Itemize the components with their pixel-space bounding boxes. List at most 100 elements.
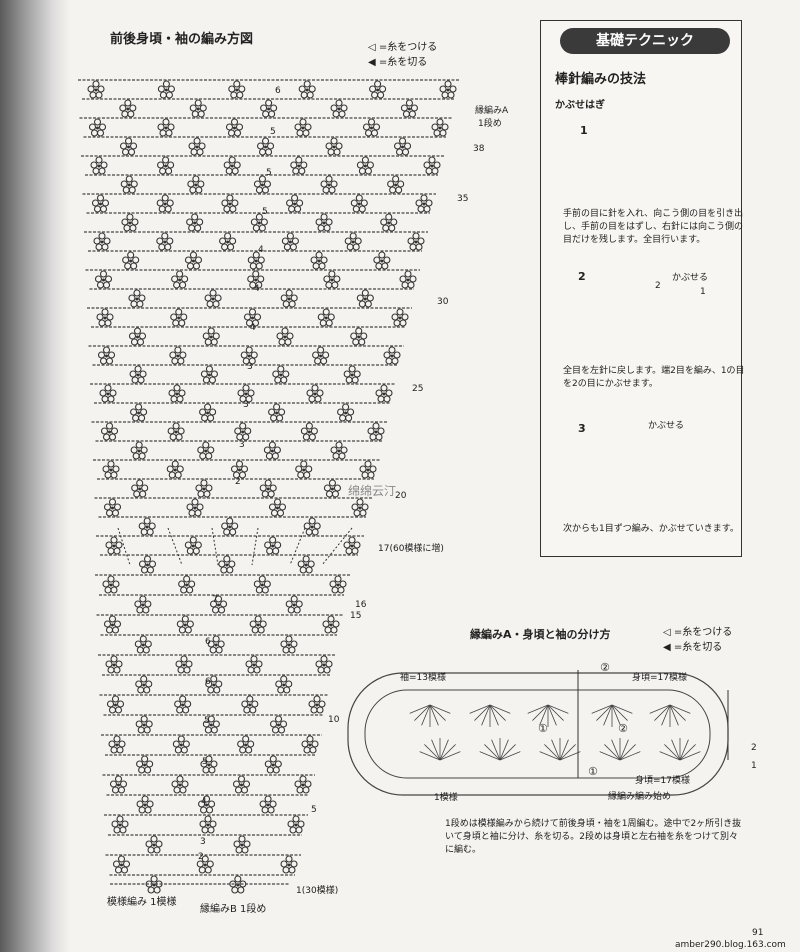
flower-motif (130, 441, 148, 460)
flower-motif (122, 251, 140, 270)
flower-motif (233, 835, 251, 854)
flower-motif (373, 251, 391, 270)
flower-motif (188, 137, 206, 156)
transition-arrow (251, 527, 259, 566)
flower-motif (369, 80, 387, 99)
flower-motif (99, 384, 117, 403)
flower-motif (280, 635, 298, 654)
technique-title: 棒針編みの技法 (555, 72, 647, 87)
flower-motif (121, 213, 139, 232)
flower-motif (136, 795, 154, 814)
flower-motif (275, 675, 293, 694)
flower-motif (439, 80, 457, 99)
repeat-count: 4 (254, 284, 260, 294)
flower-motif (178, 575, 196, 594)
technique-header: 基礎テクニック (560, 28, 730, 54)
flower-motif (245, 655, 263, 674)
flower-motif (298, 80, 316, 99)
flower-motif (407, 232, 425, 251)
flower-motif (87, 80, 105, 99)
flower-motif (186, 498, 204, 517)
flower-motif (272, 365, 290, 384)
flower-motif (294, 118, 312, 137)
flower-motif (100, 422, 119, 441)
flower-motif (134, 595, 152, 614)
upper-chart-body (78, 79, 460, 574)
repeat-count: 6 (205, 677, 211, 687)
body-bottom-count-label: 身頃=17模様 (635, 776, 690, 786)
flower-motif (128, 327, 147, 346)
flower-motif (199, 815, 217, 834)
flower-motif (263, 441, 281, 460)
flower-motif (129, 365, 147, 384)
transition-arrow (167, 527, 183, 566)
flower-motif (135, 715, 153, 734)
flower-motif (359, 460, 377, 479)
flower-motif (225, 118, 244, 137)
repeat-count: 2 (235, 477, 241, 487)
fan-motif (527, 704, 569, 727)
flower-motif (189, 99, 207, 118)
technique-subtitle: かぶせはぎ (555, 100, 605, 111)
row-1-marker: 1 (751, 761, 757, 771)
fan-motif (469, 704, 511, 727)
flower-motif (362, 118, 381, 137)
label-row-30: 30 (437, 297, 449, 307)
transition-arrow (321, 527, 353, 566)
flower-motif (259, 795, 277, 814)
marker-circled-1-bottom: ① (588, 765, 598, 778)
flower-motif (145, 835, 163, 854)
flower-motif (256, 137, 275, 156)
flower-motif (317, 308, 335, 327)
flower-motif (391, 308, 409, 327)
transition-arrow (289, 527, 306, 566)
step-2-description: 全目を左針に戻します。端2目を編み、1の目を2の目にかぶせます。 (563, 366, 745, 389)
label-row-10: 10 (328, 715, 340, 725)
flower-motif (157, 118, 175, 137)
repeat-count: 7 (212, 595, 218, 605)
flower-motif (230, 460, 249, 479)
step-1-description: 手前の目に針を入れ、向こう側の目を引き出し、手前の目をはずし、右針には向こう側の… (563, 209, 744, 245)
flower-motif (320, 175, 338, 194)
flower-motif (356, 289, 374, 308)
repeat-count: 3 (243, 400, 249, 410)
flower-motif (306, 384, 324, 403)
flower-motif (232, 775, 251, 794)
flower-motif (90, 156, 108, 175)
flower-motif (310, 251, 328, 270)
marker-circled-2-right: ② (618, 722, 628, 735)
fan-motif (591, 704, 633, 727)
flower-motif (172, 735, 190, 754)
flower-motif (380, 213, 398, 232)
flower-motif (130, 403, 148, 422)
flower-motif (322, 615, 340, 634)
flower-motif (93, 232, 111, 251)
step-3-description: 次からも1目ずつ編み、かぶせていきます。 (563, 524, 739, 534)
flower-motif (171, 775, 189, 794)
flower-motif (423, 156, 441, 175)
flower-motif (166, 460, 184, 479)
flower-motif (176, 615, 194, 634)
step-2-kabuseru-label: かぶせる (672, 273, 709, 283)
flower-motif (344, 232, 362, 251)
repeat-count: 6 (205, 637, 211, 647)
flower-motif (351, 498, 369, 517)
flower-motif (300, 422, 318, 441)
flower-motif (88, 118, 107, 137)
flower-motif (112, 855, 131, 874)
repeat-count: 4 (250, 323, 256, 333)
flower-motif (175, 655, 193, 674)
flower-motif (105, 536, 123, 555)
flower-motif (268, 498, 287, 517)
flower-motif (128, 289, 146, 308)
body-top-count-label: 身頃=17模様 (632, 673, 687, 683)
flower-motif (223, 156, 241, 175)
flower-motif (400, 99, 418, 118)
flower-motif (219, 232, 237, 251)
label-row-17: 17(60模様に増) (378, 544, 444, 554)
row-2-marker: 2 (751, 743, 757, 753)
flower-motif (119, 99, 137, 118)
flower-motif (234, 422, 252, 441)
flower-motif (221, 517, 239, 536)
flower-motif (131, 479, 149, 498)
